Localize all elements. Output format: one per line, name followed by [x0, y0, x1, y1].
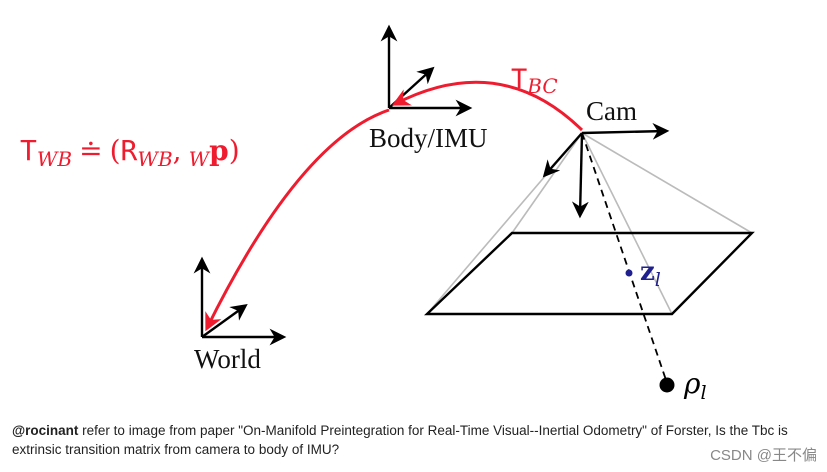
z-symbol: z: [640, 257, 655, 287]
z-subscript: l: [655, 269, 661, 291]
t-wb-symbol: T: [20, 134, 37, 167]
image-plane: [424, 231, 755, 316]
r-wb-symbol: R: [121, 134, 138, 167]
question-caption: @rocinant refer to image from paper "On-…: [12, 421, 812, 459]
t-bc-symbol: T: [511, 64, 527, 95]
t-wb-arrow: [205, 108, 390, 332]
t-bc-label: TBC: [511, 64, 558, 98]
t-wb-equals: ≐: [79, 134, 102, 167]
image-point-label: zl: [640, 257, 661, 291]
frames-diagram: World Body/IMU Cam TBC TWB≐(RWB,Wp) zl ρ…: [20, 24, 755, 404]
rho-subscript: l: [700, 382, 706, 404]
body-frame-axes: [380, 24, 473, 117]
body-imu-label: Body/IMU: [369, 123, 488, 153]
question-text: refer to image from paper "On-Manifold P…: [12, 423, 788, 457]
t-bc-subscript: BC: [526, 74, 557, 98]
landmark-label: ρl: [683, 367, 707, 404]
t-wb-comma: ,: [173, 134, 182, 167]
t-wb-open-paren: (: [110, 134, 121, 167]
world-label: World: [194, 344, 261, 374]
username[interactable]: @rocinant: [12, 423, 79, 438]
t-wb-subscript: WB: [37, 147, 72, 171]
camera-frustum: [426, 132, 753, 315]
p-symbol: p: [209, 134, 229, 167]
rho-symbol: ρ: [683, 367, 701, 400]
world-frame-axes: [193, 256, 287, 346]
image-point-marker: [625, 269, 633, 277]
r-wb-subscript: WB: [137, 147, 172, 171]
landmark-point-marker: [659, 377, 675, 393]
cam-label: Cam: [586, 96, 637, 126]
t-bc-arrow: [391, 80, 584, 132]
csdn-watermark: CSDN @王不偏: [710, 447, 817, 464]
t-wb-label: TWB≐(RWB,Wp): [20, 134, 240, 171]
projection-ray: [581, 132, 668, 384]
t-wb-close-paren: ): [229, 134, 240, 167]
camera-frame-axes: [542, 122, 670, 219]
w-p-prefix: W: [189, 147, 211, 171]
